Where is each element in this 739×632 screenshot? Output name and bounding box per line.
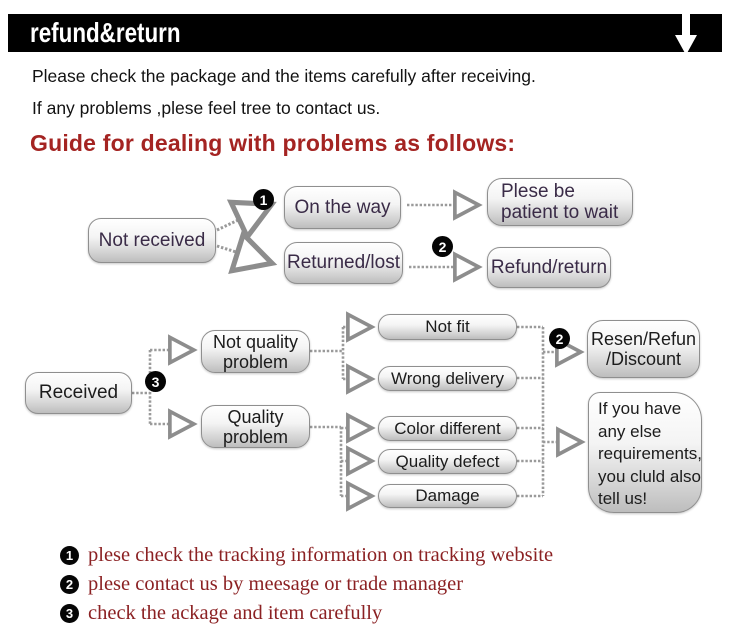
box-quality-problem: Quality problem: [201, 405, 310, 448]
footnote-badge-2-icon: 2: [60, 575, 79, 594]
banner-title: refund&return: [30, 17, 181, 48]
footnote-text: plese check the tracking information on …: [88, 544, 554, 566]
footnote-item: 3 check the ackage and item carefully: [60, 599, 553, 628]
badge-2b-icon: 2: [549, 328, 570, 349]
intro-line-2: If any problems ,plese feel tree to cont…: [32, 98, 381, 118]
box-not-received: Not received: [88, 218, 216, 263]
box-quality-defect: Quality defect: [378, 449, 517, 474]
guide-heading: Guide for dealing with problems as follo…: [30, 130, 516, 156]
footnote-item: 2 plese contact us by meesage or trade m…: [60, 570, 553, 599]
badge-3-icon: 3: [145, 371, 166, 392]
box-wrong-delivery: Wrong delivery: [378, 366, 517, 391]
footnote-badge-1-icon: 1: [60, 546, 79, 565]
intro-line-1: Please check the package and the items c…: [32, 66, 536, 86]
badge-1-icon: 1: [253, 189, 274, 210]
box-any-else-note: If you have any else requirements, you c…: [588, 392, 702, 513]
box-on-the-way: On the way: [284, 186, 401, 229]
box-refund-return: Refund/return: [487, 247, 611, 288]
box-color-different: Color different: [378, 416, 517, 441]
box-not-quality-problem: Not quality problem: [201, 330, 310, 373]
box-received: Received: [25, 372, 132, 414]
box-damage: Damage: [378, 484, 517, 508]
footnote-badge-3-icon: 3: [60, 604, 79, 623]
box-plese-be-patient: Plese be patient to wait: [487, 178, 633, 226]
footnote-text: check the ackage and item carefully: [88, 602, 383, 624]
title-banner: refund&return: [8, 14, 722, 52]
box-returned-lost: Returned/lost: [284, 242, 403, 284]
footnote-list: 1 plese check the tracking information o…: [60, 541, 553, 628]
footnote-item: 1 plese check the tracking information o…: [60, 541, 553, 570]
down-arrow-icon: [675, 14, 697, 55]
box-resen-refun-discount: Resen/Refun /Discount: [587, 320, 700, 378]
badge-2-icon: 2: [432, 236, 453, 257]
footnote-text: plese contact us by meesage or trade man…: [88, 573, 464, 595]
box-not-fit: Not fit: [378, 314, 517, 340]
